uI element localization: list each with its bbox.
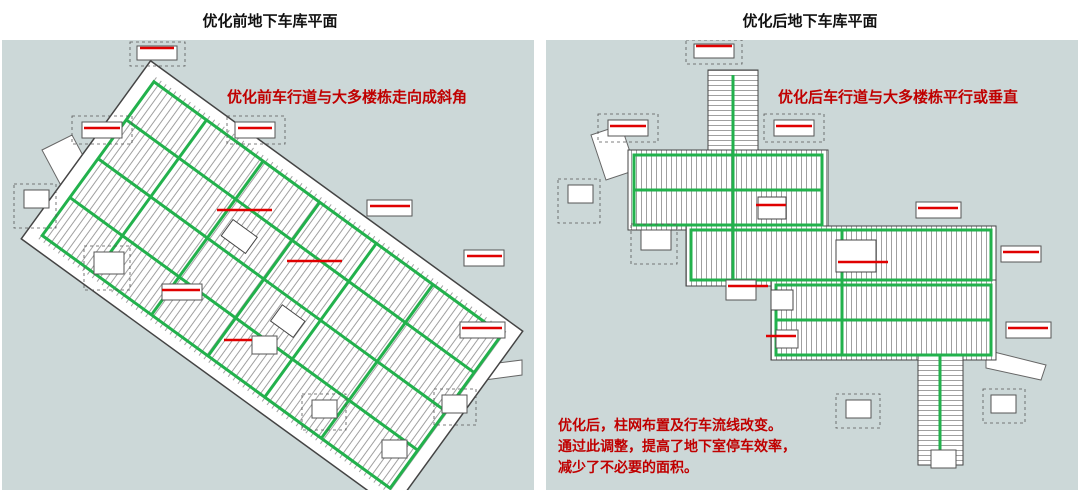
garage-footprint bbox=[20, 59, 524, 490]
note-line-1: 优化后，柱网布置及行车流线改变。 bbox=[558, 418, 782, 434]
after-caption: 优化后车行道与大多楼栋平行或垂直 bbox=[778, 88, 1019, 106]
before-floor-plan-panel: 优化前车行道与大多楼栋走向成斜角 bbox=[2, 40, 534, 490]
note-line-2: 通过此调整，提高了地下室停车效率， bbox=[558, 439, 796, 455]
right-panel-title: 优化后地下车库平面 bbox=[742, 12, 878, 30]
after-driveways bbox=[632, 75, 993, 460]
before-caption: 优化前车行道与大多楼栋走向成斜角 bbox=[227, 88, 468, 106]
optimization-note: 优化后，柱网布置及行车流线改变。 通过此调整，提高了地下室停车效率， 减少了不必… bbox=[558, 416, 796, 479]
note-line-3: 减少了不必要的面积。 bbox=[558, 460, 698, 476]
after-floor-plan-drawing bbox=[557, 40, 1052, 469]
left-panel-title: 优化前地下车库平面 bbox=[202, 12, 338, 30]
before-floor-plan-drawing bbox=[13, 41, 524, 490]
after-side-ramp bbox=[985, 349, 1047, 381]
after-floor-plan-panel: 优化后车行道与大多楼栋平行或垂直 优化后，柱网布置及行车流线改变。 通过此调整，… bbox=[546, 40, 1078, 490]
